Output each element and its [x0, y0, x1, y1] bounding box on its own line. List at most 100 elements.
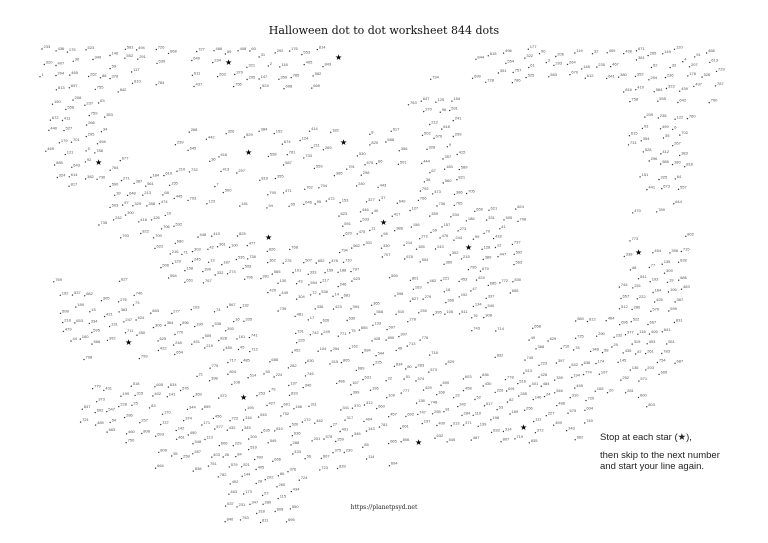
dot-number: 553: [303, 50, 310, 55]
dot: [456, 153, 458, 156]
dot: [582, 373, 585, 376]
dot-number: 769: [55, 277, 62, 282]
dot: [246, 244, 248, 247]
dot: [440, 384, 442, 386]
dot-number: 141: [169, 392, 176, 397]
dot: [371, 340, 373, 342]
dot-number: 14: [335, 291, 340, 296]
dot: [236, 172, 238, 174]
dot-number: 798: [86, 355, 93, 360]
dot: [99, 77, 102, 79]
dot-number: 93: [644, 123, 649, 128]
dot-number: 211: [314, 143, 321, 148]
dot-number: 69: [433, 227, 438, 232]
dot: [429, 172, 431, 174]
dot: [436, 424, 438, 427]
dot-number: 56: [307, 454, 312, 459]
dot-number: 633: [493, 427, 500, 432]
dot: [71, 294, 74, 296]
dot: [307, 319, 309, 321]
dot-number: 180: [674, 160, 681, 165]
dot-number: 710: [345, 257, 352, 262]
dot-number: 451: [193, 339, 200, 344]
dot-number: 779: [94, 384, 101, 389]
dot: [684, 166, 686, 168]
dot-number: 268: [191, 127, 198, 132]
dot: [532, 398, 534, 401]
dot: [201, 424, 203, 426]
dot: [308, 405, 310, 407]
dot-number: 239: [177, 140, 184, 145]
dot: [528, 442, 530, 444]
dot-number: 357: [445, 154, 452, 159]
dot-number: 613: [711, 57, 718, 62]
dot-number: 312: [366, 400, 373, 405]
dot: [483, 232, 485, 235]
dot-number: 625: [160, 336, 167, 341]
dot: [362, 378, 364, 381]
dot: [318, 187, 320, 189]
dot: [687, 75, 689, 77]
dot-number: 479: [65, 326, 72, 331]
dot-number: 537: [74, 290, 81, 295]
dot-number: 209: [646, 112, 653, 117]
dot-number: 467: [612, 62, 619, 67]
dot: [266, 250, 268, 253]
dot-number: 722: [232, 416, 239, 421]
dot-number: 24: [546, 392, 551, 397]
dot: [415, 380, 417, 382]
dot: [515, 208, 517, 210]
dot: [164, 324, 166, 326]
dot-number: 255: [434, 409, 441, 414]
dot-number: 644: [675, 199, 682, 204]
dot: [460, 258, 463, 260]
dot: [207, 465, 210, 467]
dot-number: 322: [526, 53, 533, 58]
dot-number: 458: [465, 386, 472, 391]
dot: [88, 322, 91, 325]
dot-number: 510: [398, 309, 405, 314]
dot: [350, 393, 352, 396]
dot-number: 226: [497, 387, 504, 392]
dot-number: 599: [670, 306, 677, 311]
dot-number: 260: [279, 482, 286, 487]
dot-number: 530: [359, 151, 366, 156]
dot: [594, 390, 596, 392]
dot-number: 143: [368, 426, 375, 431]
dot: [525, 76, 527, 79]
footer-url[interactable]: https://planetpsyd.net: [350, 504, 418, 511]
dot-number: 102: [62, 290, 69, 295]
dot-number: 163: [415, 284, 422, 289]
dot: [390, 130, 392, 132]
dot: [453, 397, 455, 399]
dot-number: 714: [497, 326, 504, 331]
dot: [320, 322, 322, 324]
dot-number: 281: [627, 388, 634, 393]
dot-number: 301: [365, 240, 372, 245]
dot: [648, 160, 650, 162]
dot-number: 708: [520, 216, 527, 221]
dot-number: 820: [371, 140, 378, 145]
dot: [457, 230, 459, 232]
dot-number: 175: [69, 47, 76, 52]
dot: [545, 61, 547, 64]
dot: [278, 78, 280, 81]
dot: [385, 380, 387, 382]
dot: [332, 308, 335, 310]
dot-number: 427: [269, 401, 276, 406]
star-icon: ★: [635, 248, 642, 257]
dot-number: 129: [174, 258, 181, 263]
dot-number: 595: [93, 328, 100, 333]
dot-number: 40: [374, 208, 379, 213]
dot: [453, 204, 455, 207]
dot: [211, 235, 213, 237]
dot: [83, 358, 85, 361]
dot: [524, 57, 526, 59]
dot-number: 568: [376, 309, 383, 314]
dot-number: 98: [383, 231, 388, 236]
dot-number: 495: [306, 60, 313, 65]
dot: [222, 191, 224, 194]
dot-number: 228: [120, 402, 127, 407]
dot-number: 286: [126, 413, 133, 418]
dot-number: 521: [243, 462, 250, 467]
